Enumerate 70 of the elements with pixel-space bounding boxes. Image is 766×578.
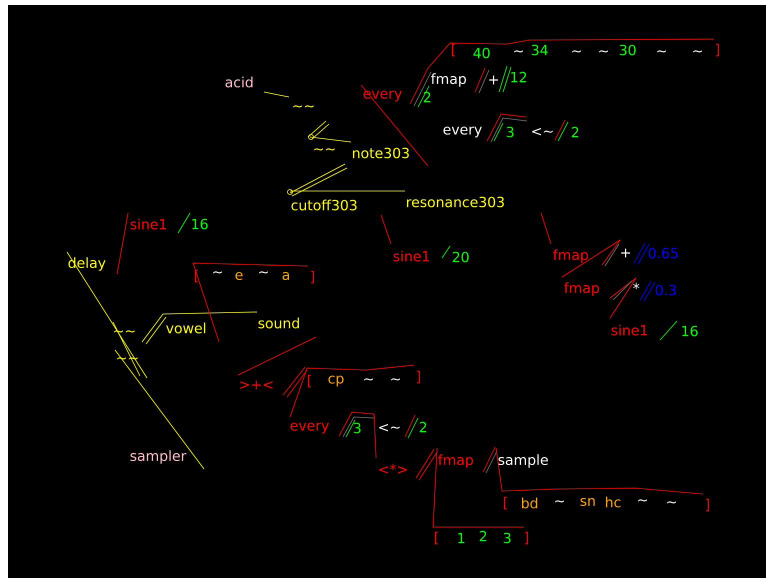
tilde-symbol: ~ <box>667 501 676 504</box>
number-token: 12 <box>511 72 526 82</box>
tilde-symbol: ~ <box>572 50 581 53</box>
bracket-symbol: [ <box>452 44 455 56</box>
tilde-symbol: ~ <box>657 50 666 53</box>
number-token: 3 <box>506 126 514 138</box>
function-name: sampler <box>130 450 186 464</box>
bracket-symbol: [ <box>504 496 507 510</box>
bracket-symbol: ] <box>716 44 719 56</box>
function-name: every <box>290 422 329 434</box>
number-token: 3 <box>354 422 360 434</box>
function-name: every <box>443 126 482 138</box>
tilde-symbol: ~ <box>555 500 564 503</box>
function-name: note303 <box>352 148 409 158</box>
sample-name: hc <box>606 496 620 508</box>
number-token: 34 <box>532 44 548 56</box>
sample-name: a <box>282 272 290 280</box>
function-name: sine1 <box>130 218 166 230</box>
tilde-symbol: ~~ <box>314 148 335 151</box>
function-name: cutoff303 <box>291 200 357 210</box>
operator-symbol: + <box>621 248 630 258</box>
function-name: sample <box>498 454 548 468</box>
number-token: 16 <box>192 218 208 230</box>
tilde-symbol: ~ <box>391 378 400 381</box>
bracket-symbol: ] <box>311 270 314 284</box>
sample-name: bd <box>522 498 538 508</box>
function-name: fmap <box>438 454 473 468</box>
sample-name: cp <box>328 376 344 386</box>
bracket-symbol: ] <box>525 532 528 544</box>
operator-symbol: <*> <box>379 464 407 474</box>
function-name: vowel <box>166 322 206 334</box>
operator-symbol: >+< <box>240 380 272 390</box>
number-token: 2 <box>424 92 430 102</box>
operator-symbol: <~ <box>532 128 553 136</box>
operator-symbol: * <box>633 282 640 290</box>
bracket-symbol: [ <box>308 374 311 388</box>
number-token: 2 <box>572 126 578 138</box>
function-name: resonance303 <box>406 196 504 208</box>
number-token: 2 <box>480 530 486 542</box>
number-token: 0.3 <box>656 284 676 296</box>
operator-symbol: <~ <box>379 424 400 432</box>
tilde-symbol: ~ <box>213 271 222 274</box>
bracket-symbol: [ <box>434 532 438 544</box>
number-token: 20 <box>452 252 469 262</box>
operator-symbol: + <box>489 76 498 84</box>
sample-name: e <box>235 272 243 280</box>
function-name: sine1 <box>611 324 647 336</box>
bracket-symbol: ] <box>417 370 420 384</box>
function-name: fmap <box>431 73 466 87</box>
number-token: 3 <box>504 532 510 544</box>
function-name: sine1 <box>393 250 429 262</box>
tilde-symbol: ~ <box>514 50 523 53</box>
tilde-symbol: ~ <box>364 378 373 381</box>
function-name: acid <box>226 76 252 88</box>
function-name: fmap <box>564 282 599 296</box>
bracket-symbol: ] <box>706 498 709 512</box>
function-name: sound <box>258 318 299 328</box>
tilde-symbol: ~ <box>259 271 268 274</box>
number-token: 1 <box>458 532 464 544</box>
number-token: 40 <box>473 48 490 58</box>
tilde-symbol: ~ <box>599 50 608 53</box>
sample-name: sn <box>580 498 595 506</box>
number-token: 0.65 <box>648 248 678 258</box>
tilde-symbol: ~~ <box>293 105 314 108</box>
number-token: 16 <box>682 326 698 336</box>
function-name: fmap <box>553 249 588 263</box>
number-token: 2 <box>420 422 426 432</box>
tilde-symbol: ~ <box>693 50 702 53</box>
number-token: 30 <box>620 44 636 56</box>
tilde-symbol: ~ <box>638 499 647 502</box>
